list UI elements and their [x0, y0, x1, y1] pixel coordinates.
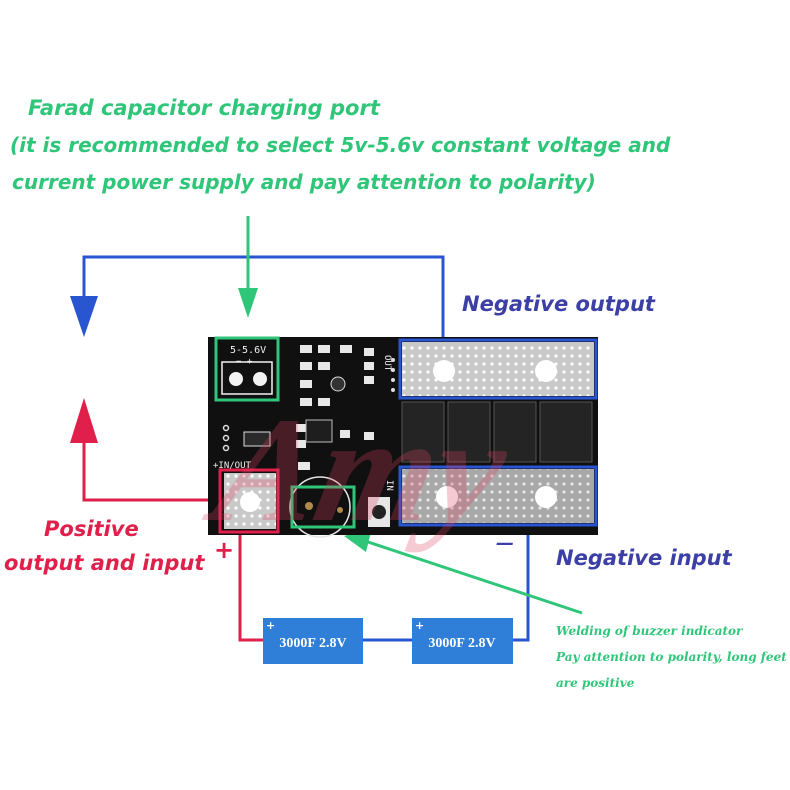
board-out-label: OUT: [382, 355, 392, 372]
negative-output-highlight: [398, 338, 598, 400]
charging-port-note-line2: (it is recommended to select 5v-5.6v con…: [10, 133, 671, 157]
board-port-voltage-label: 5-5.6V: [230, 345, 266, 356]
negative-input-hole-right: [535, 486, 557, 508]
charging-port-arrow-head: [238, 288, 258, 318]
board-port-polarity: − +: [236, 357, 253, 367]
negative-input-hole-left: [436, 486, 458, 508]
buzzer-note-line3: are positive: [556, 676, 635, 690]
positive-up-arrow: [70, 398, 98, 443]
capacitor-2-polarity: +: [415, 619, 424, 632]
positive-label-line1: Positive: [44, 517, 139, 541]
mosfet-row: [401, 401, 593, 463]
capacitor-1-polarity: +: [266, 619, 275, 632]
buzzer-arrow-shaft: [361, 538, 583, 615]
board-components: [296, 345, 374, 470]
buzzer-pad-positive: [305, 502, 313, 510]
buzzer-note-line1: Welding of buzzer indicator: [556, 624, 743, 638]
board-in-label: IN: [384, 480, 394, 491]
diode: [243, 431, 271, 447]
capacitor-1-label: 3000F 2.8V: [279, 636, 346, 651]
positive-label-line2: output and input: [4, 551, 205, 575]
trigger-button-cap: [372, 505, 386, 519]
capacitor-2-body: [412, 618, 513, 664]
negative-output-arrow: [70, 296, 98, 337]
watermark: Amy: [195, 386, 522, 552]
board-in-out-label: +IN/OUT: [213, 461, 252, 471]
positive-pad-highlight: [218, 468, 280, 534]
charging-port-hole-left: [229, 372, 243, 386]
negative-output-hole-left: [433, 360, 455, 382]
capacitor-1-body: [263, 618, 363, 664]
charging-port-hole-right: [253, 372, 267, 386]
positive-pad-hole: [240, 492, 260, 512]
positive-wire-capacitor: [238, 533, 263, 642]
positive-wire-loop: [82, 440, 222, 502]
capacitor-2-label: 3000F 2.8V: [428, 636, 495, 651]
buzzer-pad-negative: [337, 507, 343, 513]
charging-port-title: Farad capacitor charging port: [28, 96, 380, 120]
charging-port-note-line3: current power supply and pay attention t…: [12, 170, 596, 194]
out-connector-pins: [391, 358, 395, 392]
buzzer-outline: [289, 476, 351, 538]
buzzer-note-line2: Pay attention to polarity, long feet: [556, 650, 787, 664]
negative-input-highlight: [398, 465, 598, 527]
positive-sign: +: [214, 536, 235, 564]
negative-input-wire: [513, 522, 530, 642]
negative-output-label: Negative output: [462, 292, 655, 316]
negative-output-hole-right: [535, 360, 557, 382]
inductor: [330, 376, 346, 392]
negative-input-busbar: [402, 469, 594, 523]
buzzer-pad-highlight: [290, 485, 356, 529]
mcu-chip: [305, 419, 333, 443]
charging-port-highlight: [214, 336, 280, 402]
negative-input-label: Negative input: [556, 546, 732, 570]
negative-output-wire: [82, 255, 445, 340]
board-vias: [222, 424, 230, 452]
negative-sign: —: [496, 533, 514, 554]
